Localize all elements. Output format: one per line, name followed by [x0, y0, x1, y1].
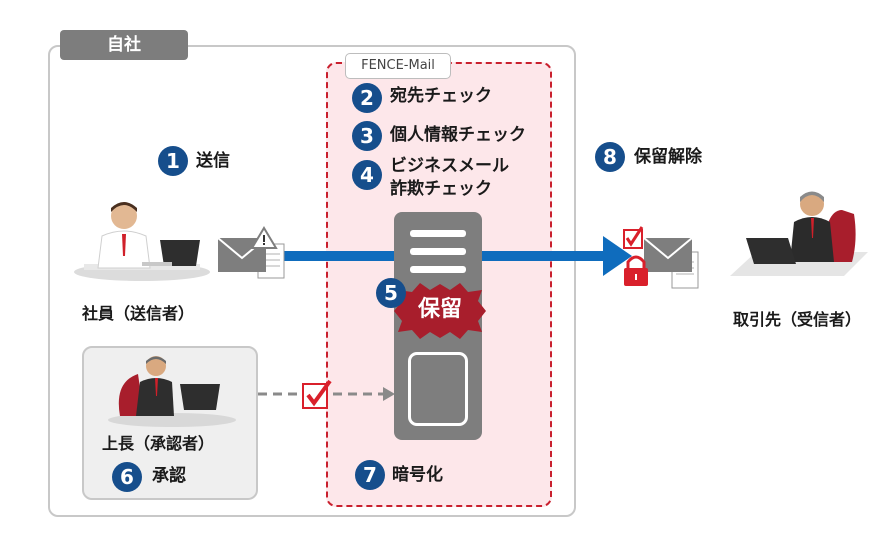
- step-4-label-line1: ビジネスメール: [390, 156, 509, 176]
- sender-caption: 社員（送信者）: [82, 304, 195, 323]
- step-3-number: 3: [352, 121, 382, 151]
- step-6-label: 承認: [152, 466, 186, 486]
- recipient-caption: 取引先（受信者）: [733, 310, 862, 329]
- sender-person-icon: [74, 202, 210, 281]
- recipient-person-icon: [730, 191, 868, 276]
- step-3-label: 個人情報チェック: [390, 125, 526, 145]
- hold-badge-icon: [394, 283, 486, 339]
- approver-caption: 上長（承認者）: [102, 434, 215, 453]
- company-label: 自社: [60, 30, 188, 60]
- encrypted-mail-icon: [623, 226, 699, 289]
- step-7-label: 暗号化: [392, 465, 443, 485]
- company-boundary: [48, 45, 576, 517]
- approval-check-icon: [302, 379, 332, 409]
- warning-mail-icon: [217, 226, 285, 279]
- step-4-number: 4: [352, 160, 382, 190]
- server-slot-icon: [410, 248, 466, 255]
- step-1-label: 送信: [196, 151, 230, 171]
- server-slot-icon: [410, 266, 466, 273]
- step-5-number: 5: [376, 278, 406, 308]
- server-slot-icon: [410, 230, 466, 237]
- approver-person-icon: [108, 356, 236, 427]
- step-8-label: 保留解除: [634, 147, 702, 167]
- main-flow-arrow-head: [603, 236, 632, 276]
- step-2-number: 2: [352, 83, 382, 113]
- approval-connector-head: [383, 387, 395, 401]
- hold-badge-label: 保留: [417, 297, 462, 322]
- step-8-number: 8: [595, 142, 625, 172]
- step-7-number: 7: [355, 460, 385, 490]
- fence-mail-label: FENCE-Mail: [345, 53, 451, 79]
- server-panel-icon: [408, 352, 468, 426]
- step-4-label-line2: 詐欺チェック: [390, 179, 492, 199]
- step-1-number: 1: [158, 146, 188, 176]
- step-6-number: 6: [112, 462, 142, 492]
- step-2-label: 宛先チェック: [390, 86, 492, 106]
